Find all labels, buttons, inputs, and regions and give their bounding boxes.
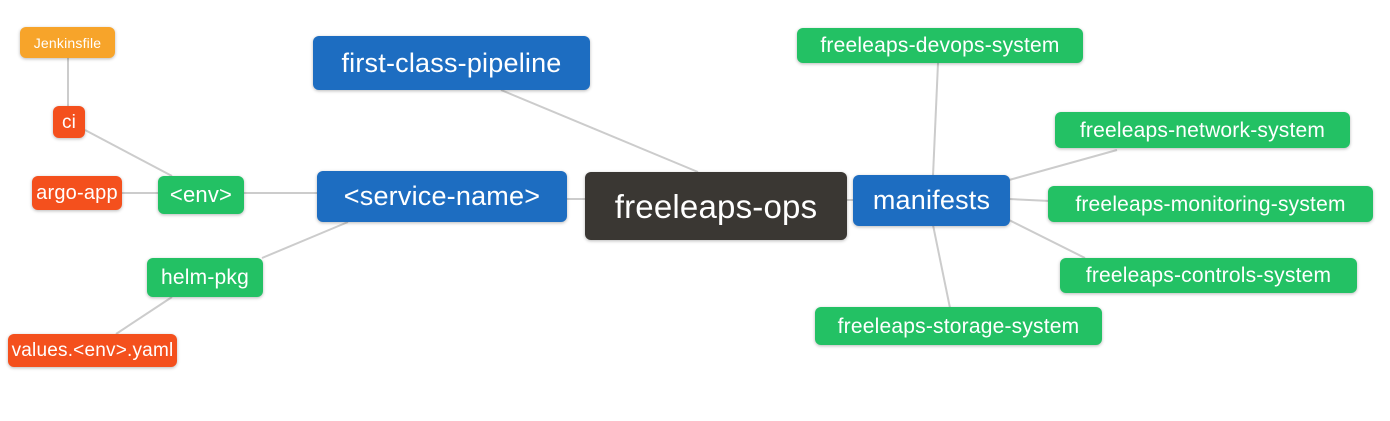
node-freeleaps-devops-system[interactable]: freeleaps-devops-system [797,28,1083,63]
node-ci[interactable]: ci [53,106,85,138]
node-env[interactable]: <env> [158,176,244,214]
edge-manifests-to-freeleaps-monitoring-system [1008,198,1051,202]
node-service-name[interactable]: <service-name> [317,171,567,222]
node-helm-pkg[interactable]: helm-pkg [147,258,263,297]
node-freeleaps-monitoring-system[interactable]: freeleaps-monitoring-system [1048,186,1373,222]
node-jenkinsfile[interactable]: Jenkinsfile [20,27,115,58]
edge-ci-to-env [84,129,173,177]
edge-manifests-to-freeleaps-storage-system [932,224,951,309]
edge-values-env-yaml-to-helm-pkg [115,296,173,335]
edge-manifests-to-freeleaps-network-system [1008,149,1118,181]
node-values-env-yaml[interactable]: values.<env>.yaml [8,334,177,367]
edge-manifests-to-freeleaps-devops-system [932,62,939,177]
node-manifests[interactable]: manifests [853,175,1010,226]
edge-helm-pkg-to-service-name [261,221,349,259]
node-freeleaps-ops[interactable]: freeleaps-ops [585,172,847,240]
node-argo-app[interactable]: argo-app [32,176,122,210]
node-freeleaps-controls-system[interactable]: freeleaps-controls-system [1060,258,1357,293]
edge-first-class-pipeline-to-freeleaps-ops [500,89,699,173]
node-freeleaps-storage-system[interactable]: freeleaps-storage-system [815,307,1102,345]
node-freeleaps-network-system[interactable]: freeleaps-network-system [1055,112,1350,148]
edge-manifests-to-freeleaps-controls-system [1008,219,1086,259]
node-first-class-pipeline[interactable]: first-class-pipeline [313,36,590,90]
